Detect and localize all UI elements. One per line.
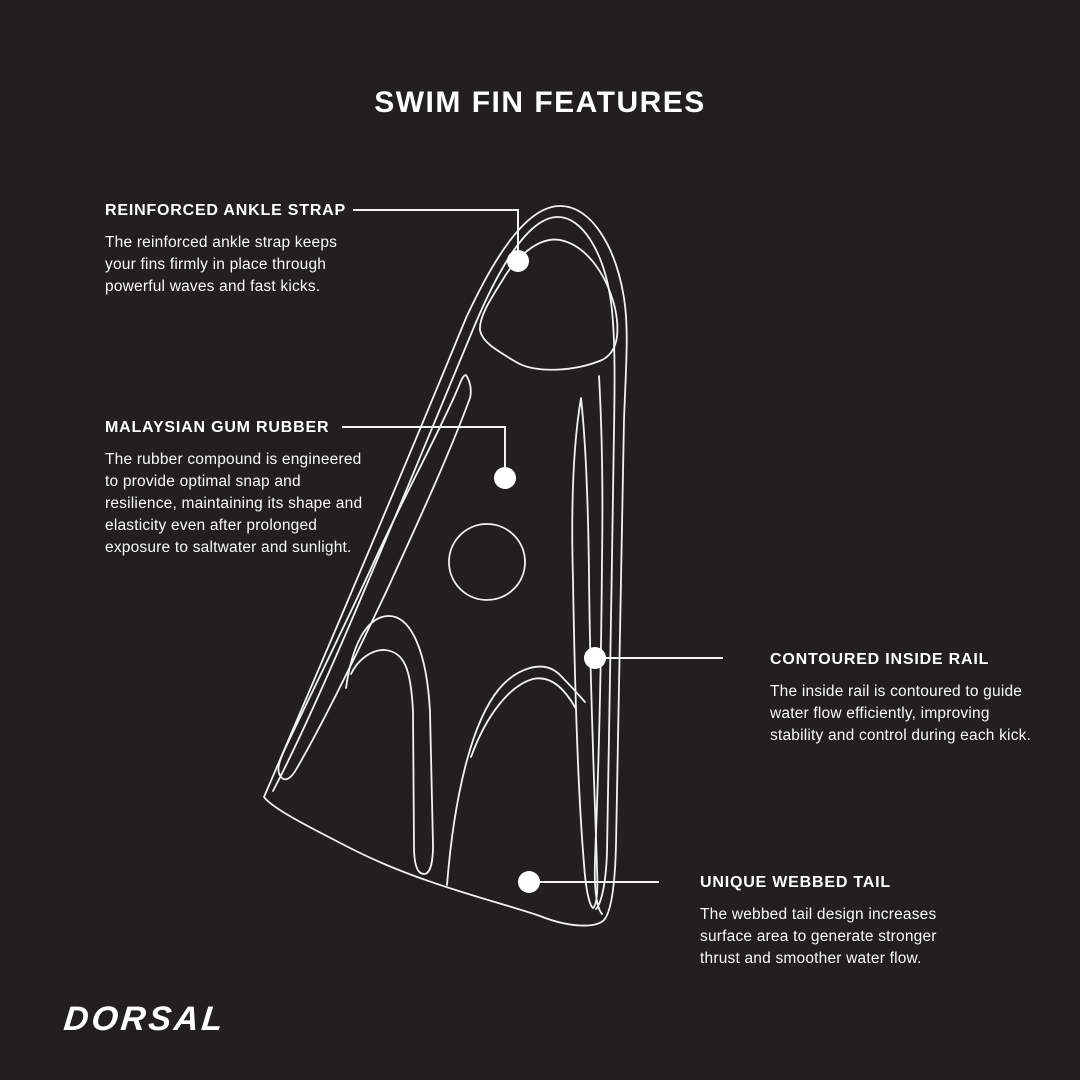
fin-inner-edge [272,216,616,910]
fin-outer-edge [263,205,628,927]
callout-gum-rubber: MALAYSIAN GUM RUBBER The rubber compound… [105,419,362,559]
brand-logo-dorsal: DORSAL [62,1000,228,1038]
callout-dot-ankle-strap [507,250,529,272]
callout-webbed-tail: UNIQUE WEBBED TAIL The webbed tail desig… [700,874,937,970]
leader-line [353,209,519,252]
webbing-arch-middle-outer [446,665,586,886]
webbing-arch-middle-inner [470,677,577,758]
callout-heading-gum-rubber: MALAYSIAN GUM RUBBER [105,419,330,436]
callout-body-gum-rubber: The rubber compound is engineered to pro… [105,451,363,556]
callout-heading-webbed-tail: UNIQUE WEBBED TAIL [700,874,891,891]
callout-inside-rail: CONTOURED INSIDE RAIL The inside rail is… [770,651,1031,747]
callout-dot-webbed-tail [518,871,540,893]
callout-dot-inside-rail [584,647,606,669]
page-title: SWIM FIN FEATURES [374,86,706,119]
leader-line [342,426,506,469]
callout-heading-inside-rail: CONTOURED INSIDE RAIL [770,651,990,668]
leader-webbed-tail [518,871,659,893]
callout-body-ankle-strap: The reinforced ankle strap keeps your fi… [105,234,338,295]
blade-rail-left [277,374,472,781]
leader-gum-rubber [342,426,516,489]
callout-heading-ankle-strap: REINFORCED ANKLE STRAP [105,202,347,219]
center-rail-line [593,375,604,915]
webbing-arch-left [345,615,434,875]
blade-rail-right [571,397,599,909]
callout-ankle-strap: REINFORCED ANKLE STRAP The reinforced an… [105,202,346,298]
callout-body-webbed-tail: The webbed tail design increases surface… [700,906,937,967]
leader-ankle-strap [353,209,529,272]
foot-pocket-opening [479,238,619,371]
callout-dot-gum-rubber [494,467,516,489]
callout-body-inside-rail: The inside rail is contoured to guide wa… [770,683,1032,744]
leader-inside-rail [584,647,723,669]
drain-hole [448,523,526,601]
